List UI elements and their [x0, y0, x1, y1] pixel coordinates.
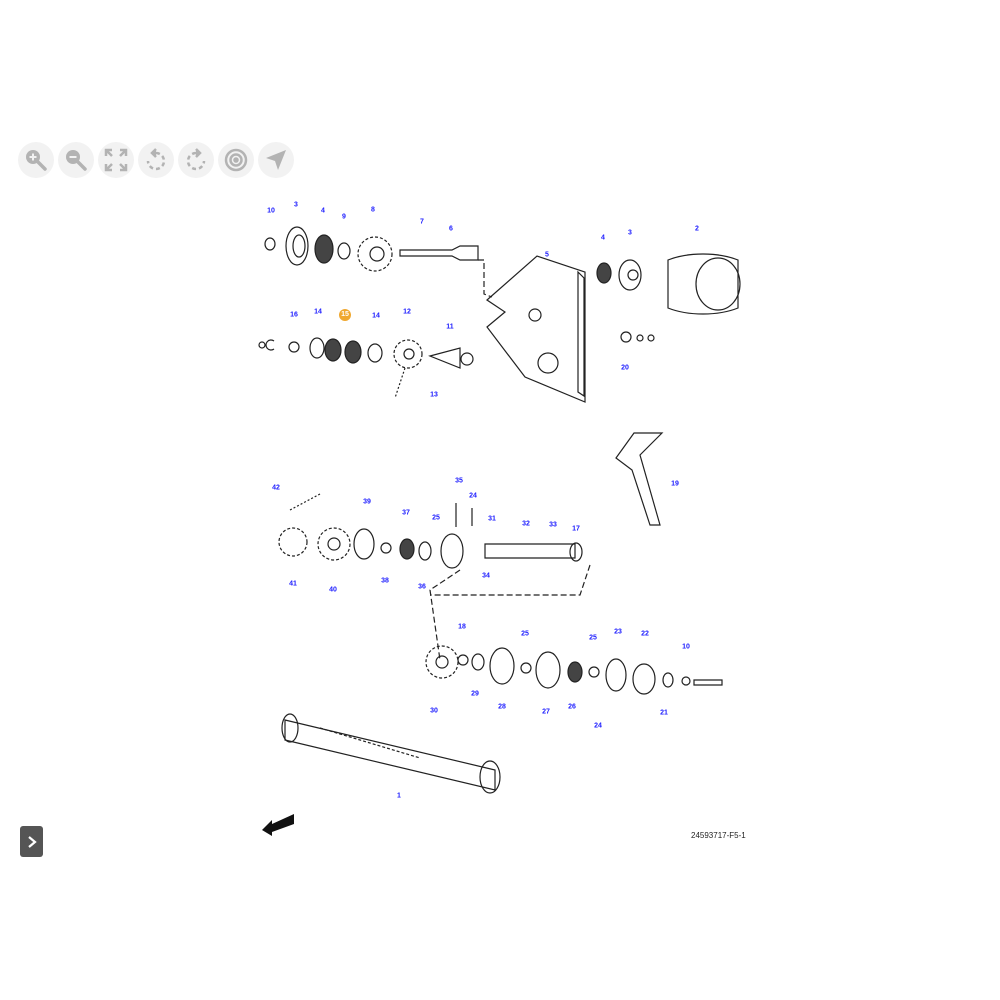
- callout-24[interactable]: 24: [469, 492, 477, 500]
- callout-10[interactable]: 10: [267, 207, 275, 215]
- callout-13[interactable]: 13: [430, 391, 438, 399]
- callout-25[interactable]: 25: [521, 630, 529, 638]
- callout-16[interactable]: 16: [290, 311, 298, 319]
- drive-shaft-1: [281, 713, 501, 794]
- direction-arrow-icon: [262, 814, 294, 836]
- rotate-left-button[interactable]: [138, 142, 174, 178]
- callout-19[interactable]: 19: [671, 480, 679, 488]
- callout-5[interactable]: 5: [545, 251, 549, 259]
- callout-41[interactable]: 41: [289, 580, 297, 588]
- callout-33[interactable]: 33: [549, 521, 557, 529]
- callout-24[interactable]: 24: [594, 722, 602, 730]
- callout-21[interactable]: 21: [660, 709, 668, 717]
- callout-39[interactable]: 39: [363, 498, 371, 506]
- callout-36[interactable]: 36: [418, 583, 426, 591]
- chevron-right-icon: [27, 835, 37, 848]
- callout-23[interactable]: 23: [614, 628, 622, 636]
- drawing-code: 24593717-F5-1: [691, 831, 746, 840]
- callout-11[interactable]: 11: [446, 323, 454, 331]
- callout-34[interactable]: 34: [482, 572, 490, 580]
- callout-6[interactable]: 6: [449, 225, 453, 233]
- callout-29[interactable]: 29: [471, 690, 479, 698]
- callout-30[interactable]: 30: [430, 707, 438, 715]
- callout-17[interactable]: 17: [572, 525, 580, 533]
- callout-42[interactable]: 42: [272, 484, 280, 492]
- callout-28[interactable]: 28: [498, 703, 506, 711]
- rotate-right-icon: [186, 148, 206, 171]
- bottom-shaft-assembly: [425, 645, 723, 695]
- callout-22[interactable]: 22: [641, 630, 649, 638]
- callout-10[interactable]: 10: [682, 643, 690, 651]
- callout-27[interactable]: 27: [542, 708, 550, 716]
- bracket-19: [615, 432, 664, 526]
- callout-4[interactable]: 4: [321, 207, 325, 215]
- callout-38[interactable]: 38: [381, 577, 389, 585]
- callout-15[interactable]: 15: [339, 309, 351, 321]
- fit-screen-button[interactable]: [98, 142, 134, 178]
- callout-20[interactable]: 20: [621, 364, 629, 372]
- zoom-in-icon: [26, 150, 47, 171]
- navigation-arrow-icon: [266, 150, 286, 170]
- callout-3[interactable]: 3: [294, 201, 298, 209]
- callout-2[interactable]: 2: [695, 225, 699, 233]
- target-icon: [224, 148, 248, 172]
- callout-31[interactable]: 31: [488, 515, 496, 523]
- callout-8[interactable]: 8: [371, 206, 375, 214]
- callout-25[interactable]: 25: [589, 634, 597, 642]
- lower-shaft-assembly: [258, 337, 474, 399]
- callout-9[interactable]: 9: [342, 213, 346, 221]
- zoom-in-button[interactable]: [18, 142, 54, 178]
- zoom-out-button[interactable]: [58, 142, 94, 178]
- target-button[interactable]: [218, 142, 254, 178]
- callout-37[interactable]: 37: [402, 509, 410, 517]
- expand-icon: [104, 148, 128, 172]
- callout-3[interactable]: 3: [628, 229, 632, 237]
- viewer-toolbar: [18, 142, 294, 178]
- callout-1[interactable]: 1: [397, 792, 401, 800]
- callout-14[interactable]: 14: [314, 308, 322, 316]
- upper-shaft-assembly: [264, 226, 741, 403]
- rotate-right-button[interactable]: [178, 142, 214, 178]
- callout-40[interactable]: 40: [329, 586, 337, 594]
- expand-panel-button[interactable]: [20, 826, 43, 857]
- middle-shaft-assembly: [278, 493, 591, 661]
- callout-25[interactable]: 25: [432, 514, 440, 522]
- callout-4[interactable]: 4: [601, 234, 605, 242]
- zoom-out-icon: [66, 150, 87, 171]
- callout-32[interactable]: 32: [522, 520, 530, 528]
- callout-14[interactable]: 14: [372, 312, 380, 320]
- callout-26[interactable]: 26: [568, 703, 576, 711]
- callout-12[interactable]: 12: [403, 308, 411, 316]
- callout-18[interactable]: 18: [458, 623, 466, 631]
- navigate-button[interactable]: [258, 142, 294, 178]
- callout-7[interactable]: 7: [420, 218, 424, 226]
- rotate-left-icon: [146, 148, 166, 171]
- callout-35[interactable]: 35: [455, 477, 463, 485]
